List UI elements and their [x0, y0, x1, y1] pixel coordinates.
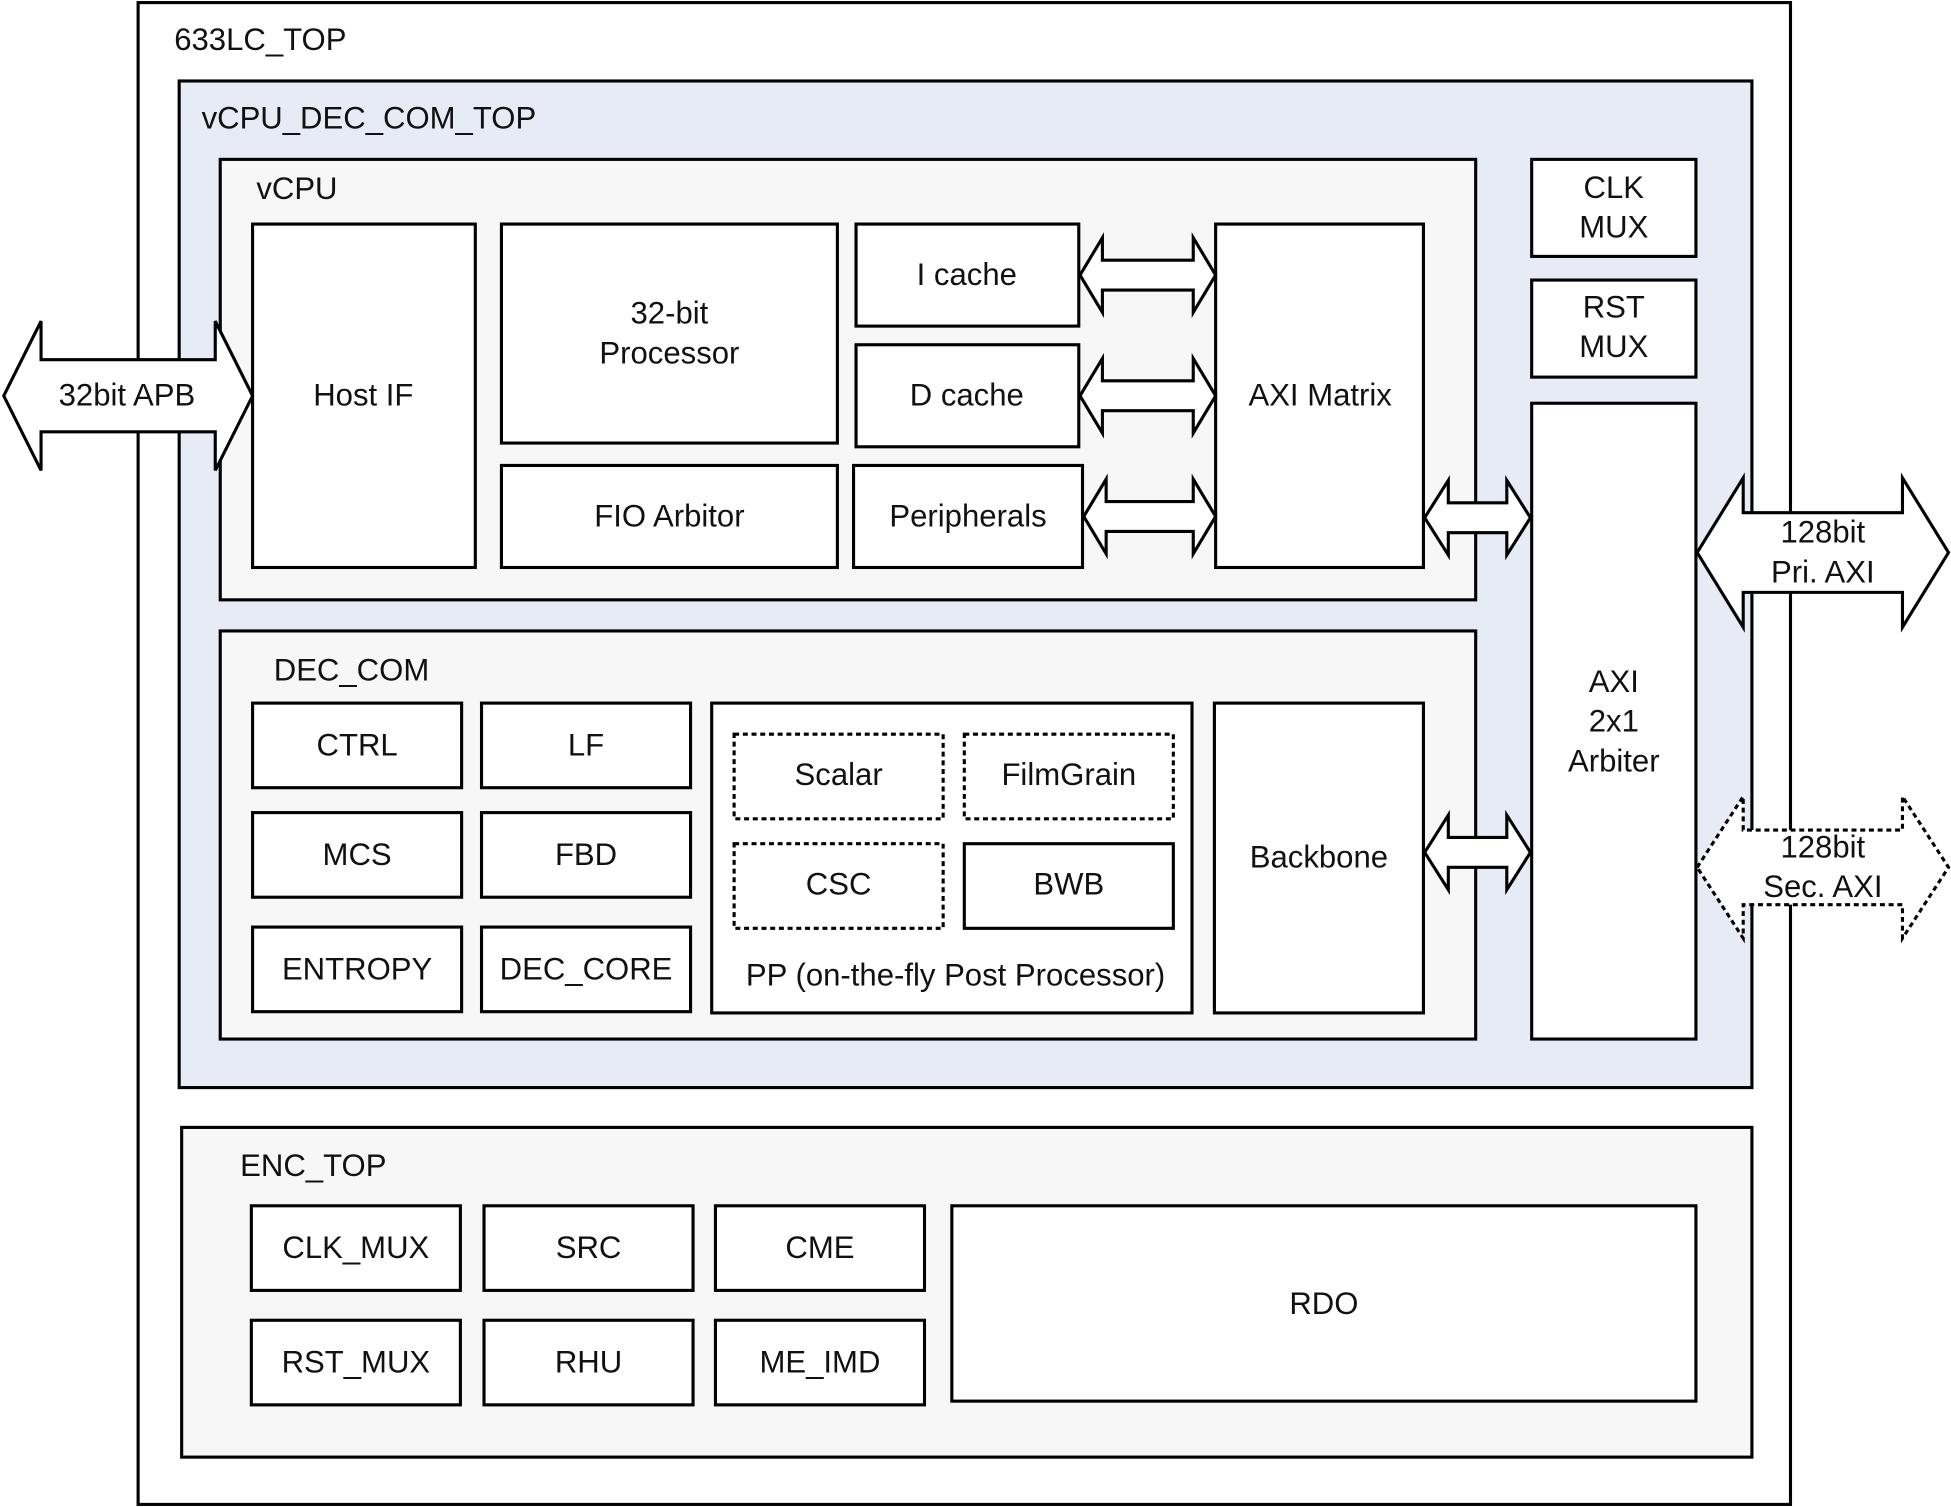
- rdo-block: RDO: [950, 1204, 1698, 1403]
- pp-filmgrain-box: [962, 732, 1175, 821]
- vcpu-dec-com-top-title: vCPU_DEC_COM_TOP: [202, 100, 537, 135]
- dec-block-label: DEC_CORE: [500, 951, 673, 986]
- axi-matrix-label: AXI Matrix: [1248, 378, 1392, 413]
- dec-block-ctrl: CTRL: [251, 701, 464, 790]
- peripherals-axi-double-arrow-icon: [1081, 473, 1218, 560]
- dec-block-fbd: FBD: [479, 811, 693, 899]
- processor-block: 32-bit Processor: [499, 222, 839, 445]
- rst-mux-label-line2: MUX: [1579, 329, 1648, 364]
- peripherals-label: Peripherals: [889, 498, 1046, 533]
- enc-block-rst-mux: RST_MUX: [249, 1318, 462, 1407]
- clk-mux-label-line2: MUX: [1579, 210, 1648, 245]
- dcache-axi-double-arrow-icon: [1078, 352, 1218, 439]
- enc-block-cme: CME: [713, 1204, 927, 1292]
- pp-filmgrain-label: FilmGrain: [1001, 757, 1136, 792]
- dec-block-label: MCS: [323, 837, 392, 872]
- dec-block-dec-core: DEC_CORE: [479, 925, 693, 1014]
- enc-block-label: SRC: [556, 1230, 622, 1265]
- vcpu-title: vCPU: [256, 171, 337, 206]
- axi-arbiter-label-line2: 2x1: [1589, 704, 1639, 739]
- backbone-block: Backbone: [1212, 701, 1425, 1015]
- sec-axi-label-line1: 128bit: [1780, 829, 1865, 864]
- clk-mux-block: CLK MUX: [1530, 157, 1698, 258]
- dec-block-label: LF: [568, 727, 604, 762]
- icache-axi-double-arrow-icon: [1078, 232, 1218, 319]
- pp-bwb-label: BWB: [1033, 867, 1104, 902]
- apb-interface-label: 32bit APB: [59, 378, 196, 413]
- dec-block-label: CTRL: [317, 727, 398, 762]
- sec-axi-label-line2: Sec. AXI: [1763, 869, 1882, 904]
- pp-csc-label: CSC: [806, 867, 872, 902]
- pp-scalar-box: [732, 732, 945, 821]
- 633lc-top-title: 633LC_TOP: [174, 22, 346, 57]
- dec-block-entropy: ENTROPY: [251, 925, 464, 1014]
- processor-label-line1: 32-bit: [631, 296, 709, 331]
- icache-label: I cache: [917, 257, 1017, 292]
- peripherals-block: Peripherals: [852, 463, 1085, 570]
- axi-matrix-block: AXI Matrix: [1214, 222, 1425, 570]
- pri-axi-label-line2: Pri. AXI: [1771, 554, 1875, 589]
- pp-title: PP (on-the-fly Post Processor): [746, 958, 1165, 993]
- fio-arbitor-label: FIO Arbitor: [594, 498, 744, 533]
- enc-block-rhu: RHU: [482, 1318, 695, 1407]
- dcache-label: D cache: [910, 378, 1024, 413]
- enc-block-src: SRC: [482, 1204, 695, 1292]
- sec-axi-double-arrow-icon: [1695, 791, 1951, 944]
- dec-com-title: DEC_COM: [274, 653, 429, 688]
- host-if-block: Host IF: [251, 222, 477, 570]
- axi-arbiter-block: AXI 2x1 Arbiter: [1530, 401, 1698, 1041]
- enc-block-label: CME: [785, 1230, 854, 1265]
- host-if-label: Host IF: [313, 378, 413, 413]
- clk-mux-label-line1: CLK: [1584, 170, 1645, 205]
- dec-block-label: FBD: [555, 837, 617, 872]
- dec-block-label: ENTROPY: [282, 951, 433, 986]
- dec-block-lf: LF: [479, 701, 693, 790]
- processor-label-line2: Processor: [599, 335, 739, 370]
- pp-bwb-box: [962, 842, 1175, 930]
- pp-block: Scalar FilmGrain CSC BWB PP (on-the-fly …: [710, 701, 1194, 1015]
- rst-mux-block: RST MUX: [1530, 278, 1698, 379]
- enc-top-title: ENC_TOP: [240, 1148, 386, 1183]
- pp-csc-box: [732, 842, 945, 930]
- axi-matrix-arbiter-double-arrow-icon: [1422, 475, 1533, 561]
- rst-mux-label-line1: RST: [1583, 289, 1645, 324]
- backbone-label: Backbone: [1250, 839, 1388, 874]
- enc-block-label: CLK_MUX: [282, 1230, 429, 1265]
- enc-block-me-imd: ME_IMD: [713, 1318, 927, 1407]
- enc-block-label: ME_IMD: [759, 1345, 880, 1380]
- axi-arbiter-label-line3: Arbiter: [1568, 744, 1660, 779]
- pp-scalar-label: Scalar: [795, 757, 883, 792]
- fio-arbitor-block: FIO Arbitor: [499, 463, 839, 570]
- dec-block-mcs: MCS: [251, 811, 464, 899]
- enc-block-label: RST_MUX: [282, 1345, 431, 1380]
- enc-block-label: RHU: [555, 1345, 622, 1380]
- pri-axi-double-arrow-icon: [1695, 472, 1951, 633]
- rdo-label: RDO: [1289, 1286, 1358, 1321]
- enc-block-clk-mux: CLK_MUX: [249, 1204, 462, 1292]
- pri-axi-label-line1: 128bit: [1780, 515, 1865, 550]
- icache-block: I cache: [854, 222, 1081, 328]
- backbone-arbiter-double-arrow-icon: [1422, 809, 1533, 896]
- axi-arbiter-label-line1: AXI: [1589, 664, 1639, 699]
- dcache-block: D cache: [854, 343, 1081, 449]
- apb-double-arrow-icon: [1, 320, 255, 472]
